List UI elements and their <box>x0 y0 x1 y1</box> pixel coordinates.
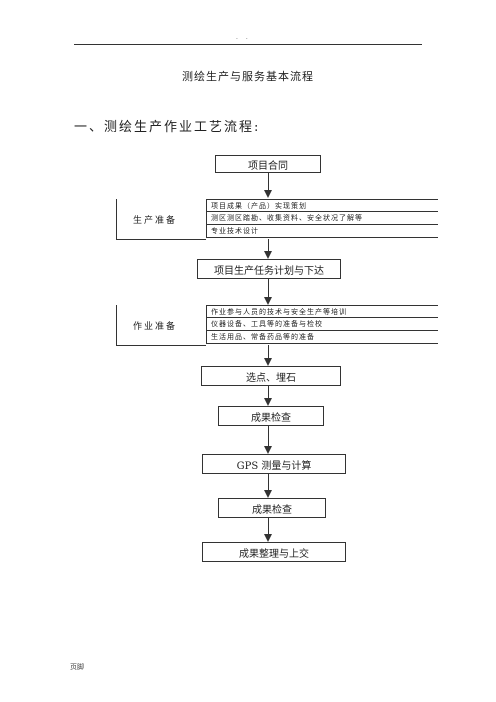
flow-box-point-selection: 选点、埋石 <box>201 366 341 386</box>
arrow-down-icon <box>264 190 272 198</box>
arrow-down-icon <box>264 297 272 305</box>
connector-line <box>268 386 269 398</box>
flow-box-point-selection-label: 选点、埋石 <box>246 372 296 384</box>
arrow-down-icon <box>264 251 272 259</box>
header-rule <box>74 44 422 45</box>
flow-box-submission-label: 成果整理与上交 <box>239 548 309 560</box>
flow-box-quality-check-1-label: 成果检查 <box>251 412 291 424</box>
connector-line <box>268 426 269 446</box>
production-prep-item: 项目成果（产品）实现策划 <box>207 199 438 212</box>
connector-line <box>268 474 269 490</box>
arrow-down-icon <box>264 358 272 366</box>
flow-box-contract: 项目合同 <box>215 155 321 173</box>
connector-line <box>268 173 269 191</box>
arrow-down-icon <box>264 446 272 454</box>
document-title: 测绘生产与服务基本流程 <box>182 70 314 83</box>
flow-box-task-plan: 项目生产任务计划与下达 <box>197 259 341 279</box>
operation-prep-list: 作业参与人员的技术与安全生产等培训 仪器设备、工具等的准备与检校 生活用品、常备… <box>206 305 438 344</box>
production-prep-label: 生产准备 <box>133 216 178 226</box>
operation-prep-item: 生活用品、常备药品等的准备 <box>207 331 438 344</box>
connector-line <box>268 279 269 297</box>
production-prep-list: 项目成果（产品）实现策划 测区测区踏勘、收集资料、安全状况了解等 专业技术设计 <box>206 199 438 238</box>
connector-line <box>268 345 269 359</box>
connector-line <box>268 518 269 534</box>
flow-box-quality-check-2: 成果检查 <box>218 498 326 518</box>
connector-line <box>268 239 269 251</box>
page-footer: 页脚 <box>70 663 84 671</box>
production-prep-item: 专业技术设计 <box>207 225 438 238</box>
section-title: 一、测绘生产作业工艺流程: <box>74 120 261 135</box>
arrow-down-icon <box>264 534 272 542</box>
flow-box-gps-survey: GPS 测量与计算 <box>202 454 346 474</box>
operation-prep-bracket <box>116 305 206 346</box>
flow-box-quality-check-2-label: 成果检查 <box>252 504 292 516</box>
flow-box-task-plan-label: 项目生产任务计划与下达 <box>214 265 324 277</box>
operation-prep-label: 作业准备 <box>133 322 178 332</box>
header-mark: · · <box>236 36 251 43</box>
flow-box-quality-check-1: 成果检查 <box>218 406 324 426</box>
production-prep-bracket <box>116 199 206 240</box>
operation-prep-item: 作业参与人员的技术与安全生产等培训 <box>207 305 438 318</box>
operation-prep-item: 仪器设备、工具等的准备与检校 <box>207 318 438 331</box>
arrow-down-icon <box>264 490 272 498</box>
flow-box-gps-survey-label: GPS 测量与计算 <box>236 460 312 472</box>
flow-box-contract-label: 项目合同 <box>248 160 288 172</box>
arrow-down-icon <box>264 398 272 406</box>
flow-box-submission: 成果整理与上交 <box>202 542 346 562</box>
production-prep-item: 测区测区踏勘、收集资料、安全状况了解等 <box>207 212 438 225</box>
